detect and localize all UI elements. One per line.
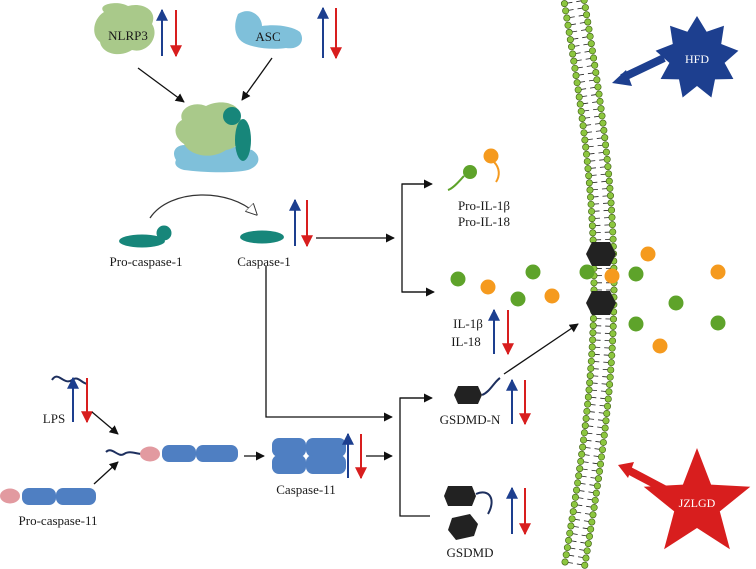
lps-caspase-11-complex [105, 445, 238, 462]
il-18-label: IL-18 [451, 334, 481, 349]
pro-caspase-1-shape [119, 225, 172, 248]
jzlgd-badge: JZLGD [643, 448, 751, 550]
arrow-lps-to-complex [91, 411, 119, 435]
lps-label: LPS [43, 411, 65, 426]
arrow-pro-caspase-11-to-complex [93, 461, 119, 485]
gsdmd-pore-top [586, 242, 616, 266]
jzlgd-arrow [626, 466, 668, 494]
caspase-1-label: Caspase-1 [237, 254, 290, 269]
arrow-nlrp3-to-inflammasome [137, 67, 185, 103]
hfd-badge: HFD [655, 16, 739, 98]
mature-cytokines [450, 264, 560, 307]
pro-caspase-11-label: Pro-caspase-11 [19, 513, 98, 528]
nlrp3-protein: NLRP3 [94, 3, 155, 55]
cell-membrane [560, 0, 618, 569]
asc-protein: ASC [235, 11, 303, 49]
pro-caspase-11-shape [0, 488, 96, 505]
gsdmd-regulation-arrows [506, 486, 531, 536]
caspase-11-label: Caspase-11 [276, 482, 335, 497]
hfd-arrow-head [612, 70, 632, 86]
gsdmd-label: GSDMD [447, 545, 494, 560]
lps-regulation-arrows [67, 376, 93, 424]
inflammasome-complex [173, 102, 259, 173]
gsdmd-shape [444, 486, 493, 540]
arrow-asc-to-inflammasome [241, 57, 273, 101]
pro-il-1b-label: Pro-IL-1β [458, 198, 510, 213]
caspase-1-shape [240, 230, 284, 244]
gsdmd-bracket [399, 393, 433, 517]
caspase-1-regulation-arrows [289, 198, 313, 248]
asc-regulation-arrows [317, 6, 342, 60]
gsdmd-n-regulation-arrows [506, 378, 531, 426]
pro-cytokines-shape [447, 148, 500, 191]
released-cytokines [579, 246, 726, 354]
hfd-label: HFD [685, 52, 709, 66]
caspase-11-shape [272, 438, 346, 474]
activation-curved-arrow [149, 194, 256, 219]
jzlgd-label: JZLGD [679, 496, 716, 510]
pro-il-18-label: Pro-IL-18 [458, 214, 510, 229]
gsdmd-n-shape [454, 377, 501, 404]
gsdmd-n-label: GSDMD-N [440, 412, 501, 427]
arrow-caspase-1-to-gsdmd [265, 266, 393, 422]
gsdmd-pore-bottom [586, 291, 616, 315]
il-1b-label: IL-1β [453, 316, 483, 331]
hfd-arrow [620, 54, 666, 82]
nlrp3-regulation-arrows [156, 8, 182, 58]
arrow-gsdmd-n-to-pore [503, 323, 579, 375]
pro-caspase-1-label: Pro-caspase-1 [110, 254, 183, 269]
nlrp3-label: NLRP3 [108, 28, 148, 43]
asc-label: ASC [255, 29, 280, 44]
cytokine-bracket [401, 179, 435, 297]
jzlgd-arrow-head [618, 462, 634, 478]
il-regulation-arrows [488, 308, 514, 356]
caspase-11-regulation-arrows [342, 432, 367, 480]
lps-shape [51, 375, 89, 385]
